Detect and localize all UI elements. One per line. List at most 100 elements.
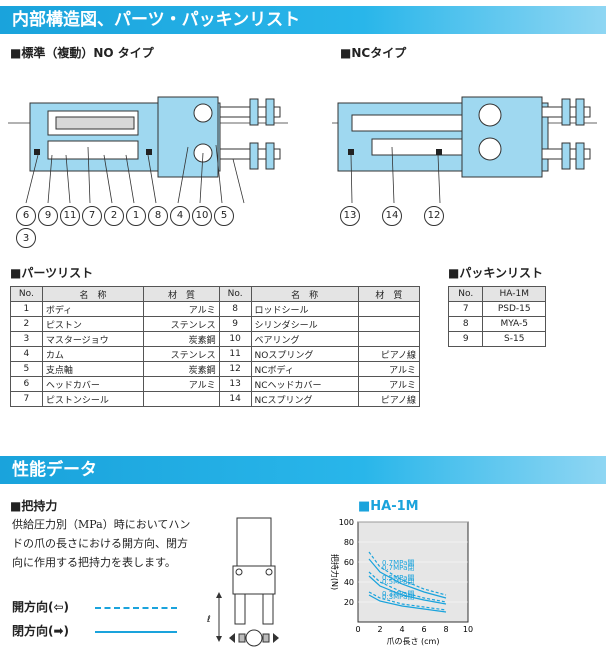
table-cell: 4	[10, 346, 43, 362]
table-cell: 12	[218, 361, 252, 377]
grip-title: ■把持力	[10, 499, 58, 513]
table-cell: 7	[447, 301, 484, 317]
table-cell: 11	[218, 346, 252, 362]
part-number-1: 1	[126, 205, 146, 226]
table-cell: 8	[218, 301, 252, 317]
x-tick-label: 0	[355, 625, 360, 634]
close-line-sample	[95, 631, 177, 633]
table-cell: 2	[10, 316, 43, 332]
series-label: 0.7MPa開	[382, 559, 414, 567]
section-banner-structure: 内部構造図、パーツ・パッキンリスト	[0, 6, 606, 34]
series-line	[368, 551, 447, 596]
y-tick-label: 60	[344, 558, 354, 567]
table-cell: 5	[10, 361, 43, 377]
table-cell: PSD-15	[482, 301, 546, 317]
part-number-14: 14	[382, 205, 402, 226]
nc-type-label: ■NCタイプ	[340, 46, 407, 60]
table-cell: 9	[447, 331, 484, 347]
table-cell: アルミ	[357, 376, 421, 392]
nc-part-number-row: 13 14 12	[340, 203, 500, 227]
series-label: 0.7MPa閉	[382, 564, 414, 572]
no-type-diagram	[8, 96, 288, 204]
x-axis-label: 爪の長さ (cm)	[387, 637, 440, 646]
x-tick-label: 2	[377, 625, 382, 634]
table-cell: ピストン	[41, 316, 145, 332]
open-line-sample	[95, 607, 177, 609]
table-cell: カム	[41, 346, 145, 362]
table-cell: 1	[10, 301, 43, 317]
table-cell: 炭素鋼	[143, 361, 220, 377]
series-line	[368, 591, 447, 611]
table-cell: NCヘッドカバー	[250, 376, 359, 392]
table-cell: 7	[10, 391, 43, 407]
svg-text:ℓ: ℓ	[206, 615, 211, 625]
chart-title: ■HA-1M	[358, 499, 419, 514]
table-cell: ピストンシール	[41, 391, 145, 407]
nc-type-diagram	[332, 96, 597, 204]
table-cell: シリンダシール	[250, 316, 359, 332]
parts-list-title: ■パーツリスト	[10, 266, 94, 280]
table-header: 材 質	[143, 286, 220, 302]
table-header: No.	[10, 286, 43, 302]
table-cell: NCスプリング	[250, 391, 359, 407]
table-cell: アルミ	[143, 301, 220, 317]
packing-list-title: ■パッキンリスト	[448, 266, 543, 280]
part-number-6: 6	[16, 205, 36, 226]
table-cell: 8	[447, 316, 484, 332]
part-number-2: 2	[104, 205, 124, 226]
x-tick-label: 10	[463, 625, 473, 634]
table-cell	[357, 331, 421, 347]
y-tick-label: 40	[344, 578, 354, 587]
table-cell: 13	[218, 376, 252, 392]
part-number-13: 13	[340, 205, 360, 226]
x-tick-label: 6	[421, 625, 426, 634]
table-cell: ロッドシール	[250, 301, 359, 317]
grip-description: 供給圧力別（MPa）時においてハンドの爪の長さにおける開方向、閉方向に作用する把…	[12, 518, 191, 569]
close-direction-label: 閉方向(➡)	[12, 624, 70, 638]
table-cell: アルミ	[143, 376, 220, 392]
table-cell: ピアノ線	[357, 346, 421, 362]
series-label: 0.5MPa開	[382, 574, 414, 582]
table-cell: 3	[10, 331, 43, 347]
table-cell: NOスプリング	[250, 346, 359, 362]
part-number-7: 7	[82, 205, 102, 226]
gripper-illustration: ℓ	[206, 517, 279, 647]
part-number-4: 4	[170, 205, 190, 226]
part-number-12: 12	[424, 205, 444, 226]
section-banner-performance: 性能データ	[0, 456, 606, 484]
series-line	[368, 575, 447, 605]
table-cell: S-15	[482, 331, 546, 347]
table-header: 名 称	[250, 286, 359, 302]
table-cell: 9	[218, 316, 252, 332]
series-line	[368, 558, 447, 599]
table-cell: ボディ	[41, 301, 145, 317]
table-header: HA-1M	[482, 286, 546, 302]
series-label: 0.5MPa閉	[382, 578, 414, 586]
table-cell: ステンレス	[143, 346, 220, 362]
table-cell: 14	[218, 391, 252, 407]
table-cell: アルミ	[357, 361, 421, 377]
series-label: 0.3MPa閉	[382, 593, 414, 601]
table-cell: ベアリング	[250, 331, 359, 347]
table-header: 材 質	[357, 286, 421, 302]
series-label: 0.3MPa開	[382, 590, 414, 598]
x-tick-label: 4	[399, 625, 404, 634]
table-cell	[357, 301, 421, 317]
table-cell: ヘッドカバー	[41, 376, 145, 392]
table-cell: 10	[218, 331, 252, 347]
part-number-10: 10	[192, 205, 212, 226]
x-tick-label: 8	[443, 625, 448, 634]
part-number-5: 5	[214, 205, 234, 226]
y-tick-label: 80	[344, 538, 354, 547]
